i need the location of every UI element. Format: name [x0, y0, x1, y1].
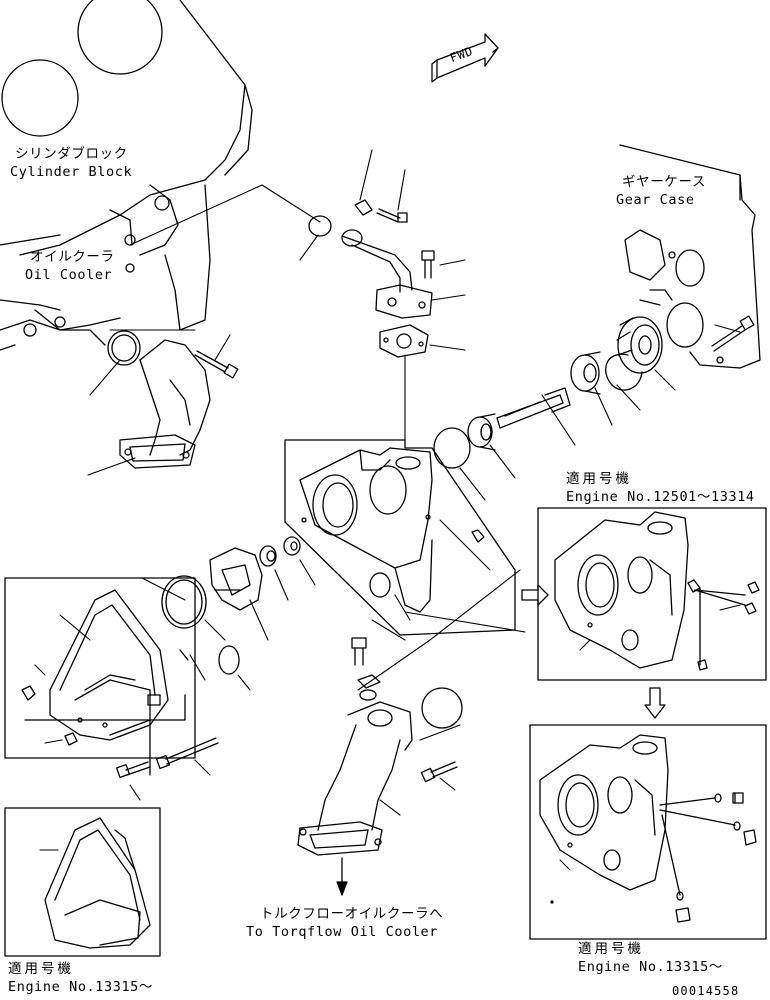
plug — [675, 907, 691, 923]
pump-housing — [299, 447, 433, 613]
right-arrow-icon — [521, 584, 549, 606]
torqflow-label-en: To Torqflow Oil Cooler — [246, 924, 439, 940]
plug — [732, 792, 744, 804]
bolt — [155, 737, 219, 770]
oil-cooler-label-en: Oil Cooler — [25, 267, 113, 283]
o-ring — [218, 645, 240, 675]
applicable-label-3: 適用号機 — [8, 961, 74, 977]
bolt — [351, 637, 367, 666]
oil-cooler-label-jp: オイルクーラ — [30, 249, 115, 265]
leader-lines — [34, 149, 741, 871]
o-ring — [161, 575, 207, 629]
detail-box-right-upper — [537, 507, 767, 681]
bearing — [467, 413, 496, 451]
plug — [64, 732, 78, 746]
engine-range-label-3: Engine No.13315～ — [8, 979, 154, 995]
pump-cover-lower — [44, 817, 151, 949]
o-ring — [433, 427, 471, 469]
seal — [259, 545, 277, 567]
plug — [357, 674, 381, 689]
impeller — [209, 547, 263, 611]
down-arrow-icon — [644, 687, 666, 719]
o-ring — [359, 689, 377, 701]
plug — [744, 602, 757, 615]
detail-box-right-lower — [529, 724, 767, 940]
bolt — [711, 315, 755, 352]
clip — [354, 199, 373, 216]
pump-housing-variant-1 — [554, 511, 689, 669]
plug — [714, 793, 722, 803]
lower-pipe — [297, 701, 413, 856]
cylinder-block-label-en: Cylinder Block — [10, 164, 133, 180]
engine-range-label-2: Engine No.13315～ — [578, 959, 724, 975]
plug — [747, 581, 760, 594]
pump-housing-variant-2 — [539, 734, 669, 904]
applicable-label-1: 適用号機 — [566, 471, 632, 487]
bolt — [194, 350, 239, 379]
applicable-label-2: 適用号機 — [578, 941, 644, 957]
bolt — [115, 761, 151, 779]
upper-elbow-pipe — [341, 229, 433, 319]
plug — [697, 659, 708, 671]
o-ring — [421, 687, 463, 729]
plug — [733, 821, 741, 831]
gear-case-label-en: Gear Case — [616, 192, 695, 208]
plug — [21, 685, 36, 701]
plug — [743, 829, 757, 846]
gasket — [379, 324, 429, 358]
cylinder-block-label-jp: シリンダブロック — [15, 146, 128, 162]
leader-line — [694, 587, 746, 666]
snap-ring — [605, 353, 643, 391]
drawing-number: 00014558 — [672, 984, 740, 998]
leader-line — [659, 797, 736, 896]
detail-box-left-upper — [4, 577, 196, 759]
bolt — [420, 761, 458, 783]
bearing — [570, 351, 601, 395]
bolt — [376, 208, 408, 223]
elbow-pipe-left — [119, 339, 211, 469]
engine-range-label-1: Engine No.12501～13314 — [566, 489, 755, 505]
plug — [676, 891, 684, 901]
bolt — [421, 250, 435, 279]
gear-case — [619, 144, 761, 369]
fwd-arrow-icon — [431, 33, 499, 83]
callout-box — [284, 439, 516, 636]
down-arrow-icon — [336, 857, 348, 896]
detail-box-left-lower — [4, 807, 161, 957]
nut — [283, 536, 301, 556]
leader-line — [24, 694, 186, 721]
plug — [471, 529, 485, 543]
torqflow-label-jp: トルクフローオイルクーラへ — [260, 906, 444, 922]
gear-case-label-jp: ギヤーケース — [622, 174, 706, 190]
shaft — [496, 387, 571, 429]
pin — [179, 649, 189, 661]
o-ring — [308, 215, 332, 237]
gear — [616, 316, 663, 374]
pump-cover-upper — [49, 589, 169, 741]
o-ring — [107, 330, 141, 366]
